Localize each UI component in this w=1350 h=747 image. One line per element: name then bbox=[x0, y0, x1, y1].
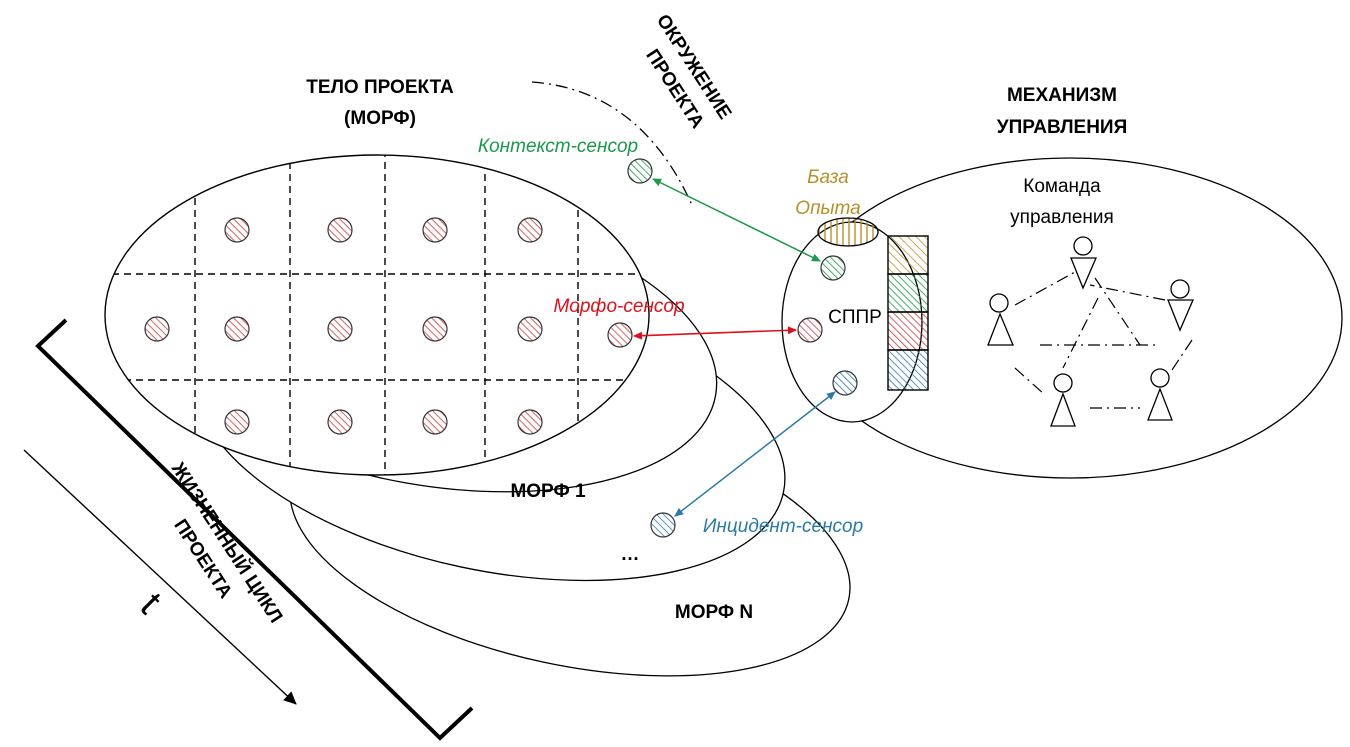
context-sensor-label: Контекст-сенсор bbox=[478, 136, 638, 157]
context-sensor-dot bbox=[627, 158, 653, 184]
mechanism-title-line1: МЕХАНИЗМ bbox=[1007, 85, 1117, 106]
time-label: t bbox=[132, 585, 169, 622]
dss-incident-dot bbox=[832, 370, 858, 396]
time-arrow bbox=[23, 449, 297, 705]
team-label-line1: Команда bbox=[1023, 176, 1101, 197]
team-graph-links bbox=[1014, 271, 1193, 409]
team-members bbox=[987, 236, 1194, 427]
body-title-line1: ТЕЛО ПРОЕКТА bbox=[306, 77, 454, 98]
knowledge-base-label-line2: Опыта bbox=[795, 198, 860, 219]
cell-dot bbox=[422, 217, 448, 243]
stack-box-gold bbox=[887, 235, 929, 275]
stack-box-blue bbox=[887, 349, 929, 391]
dss-label: СППР bbox=[828, 307, 882, 328]
knowledge-base-label-line1: База bbox=[807, 167, 849, 188]
morpho-arrow bbox=[633, 326, 797, 340]
environment-boundary bbox=[531, 81, 693, 206]
dss-stack bbox=[887, 235, 929, 391]
cell-dot bbox=[327, 409, 353, 435]
dss-morpho-dot bbox=[797, 317, 823, 343]
cell-dot bbox=[144, 316, 170, 342]
stack-box-green bbox=[887, 273, 929, 313]
knowledge-base-icon bbox=[817, 217, 879, 247]
cell-dot bbox=[422, 409, 448, 435]
cell-dot bbox=[327, 217, 353, 243]
cell-dot bbox=[224, 316, 250, 342]
cell-dot bbox=[517, 409, 543, 435]
incident-sensor-dot bbox=[650, 512, 676, 538]
cell-dot bbox=[224, 409, 250, 435]
person-icon bbox=[1147, 368, 1173, 421]
person-icon bbox=[1167, 279, 1194, 332]
lifecycle-bracket bbox=[35, 318, 474, 741]
cell-dot bbox=[517, 217, 543, 243]
cell-dot bbox=[607, 322, 633, 348]
context-arrow bbox=[652, 178, 821, 262]
incident-sensor-label: Инцидент-сенсор bbox=[703, 516, 863, 537]
incident-arrow bbox=[674, 391, 836, 517]
team-label-line2: управления bbox=[1010, 207, 1114, 228]
person-icon bbox=[1070, 236, 1097, 290]
person-icon bbox=[987, 293, 1014, 346]
mechanism-title-line2: УПРАВЛЕНИЯ bbox=[997, 117, 1128, 138]
morpho-sensor-label: Морфо-сенсор bbox=[553, 296, 684, 317]
cell-dot bbox=[327, 316, 353, 342]
body-title-line2: (МОРФ) bbox=[344, 108, 416, 129]
morphN-label: МОРФ N bbox=[675, 602, 753, 623]
cell-dot bbox=[422, 316, 448, 342]
cell-dots bbox=[144, 217, 633, 435]
ellipsis-label: … bbox=[621, 544, 640, 565]
person-icon bbox=[1050, 373, 1076, 427]
dss-context-dot bbox=[820, 255, 846, 281]
morph1-label: МОРФ 1 bbox=[510, 481, 586, 502]
stack-box-red bbox=[887, 311, 929, 351]
cell-dot bbox=[517, 316, 543, 342]
cell-dot bbox=[224, 217, 250, 243]
